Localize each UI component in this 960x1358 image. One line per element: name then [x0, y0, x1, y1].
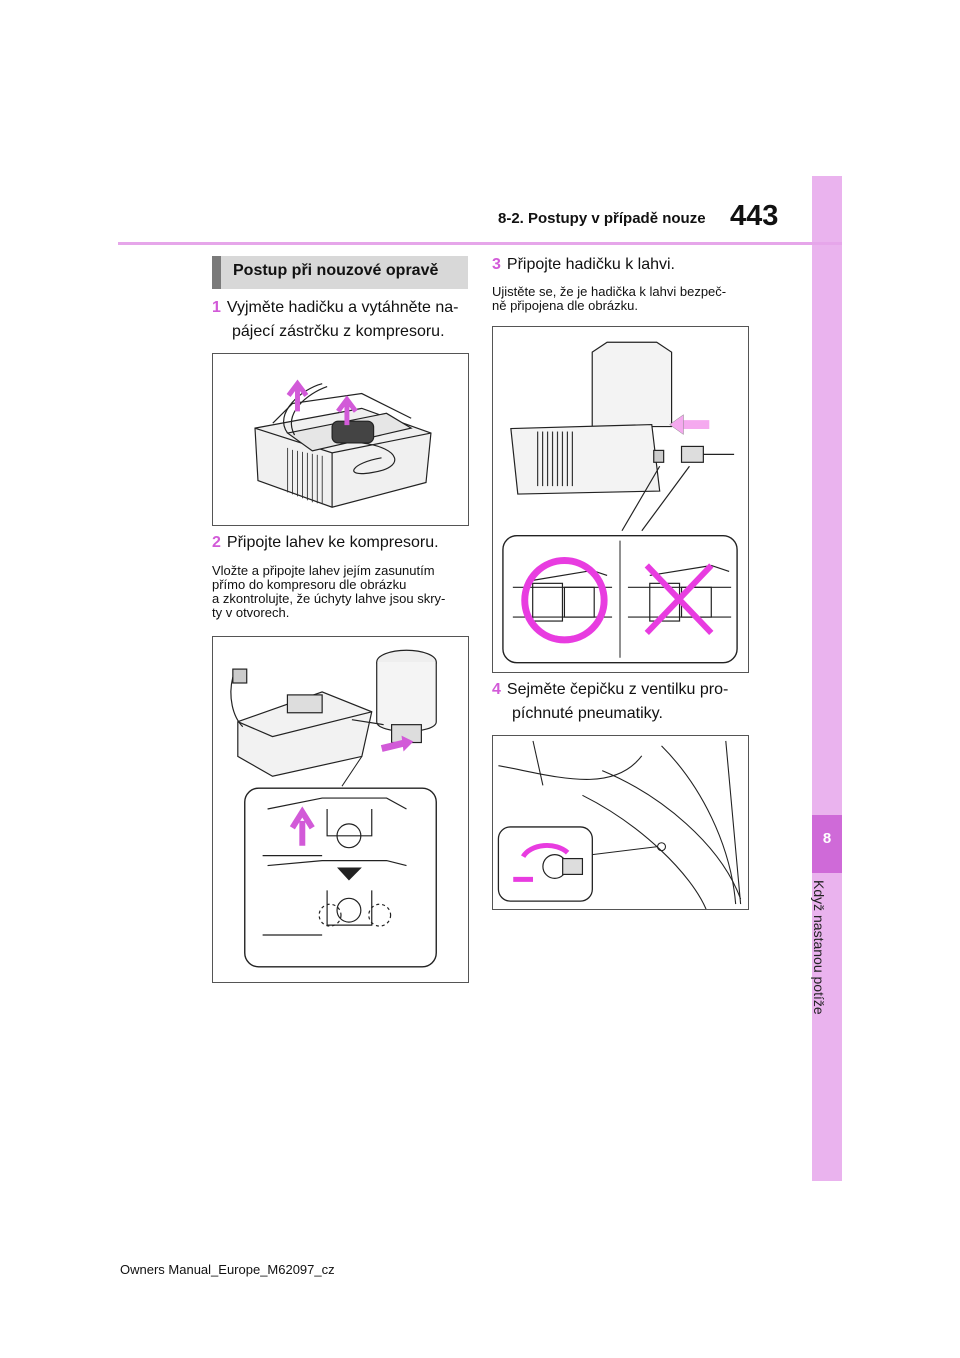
step-4: 4 Sejměte čepičku z ventilku pro- — [492, 678, 728, 702]
note-line: ty v otvorech. — [212, 605, 290, 620]
step-number: 2 — [212, 534, 221, 551]
figure-hose-to-bottle — [492, 326, 749, 673]
figure-valve-cap — [492, 735, 749, 910]
step-2: 2 Připojte lahev ke kompresoru. — [212, 531, 439, 555]
step-number: 1 — [212, 299, 221, 316]
chapter-number-box — [812, 815, 842, 873]
step-number: 4 — [492, 681, 501, 698]
procedure-title: Postup při nouzové opravě — [233, 262, 439, 279]
step-text-line1: Vyjměte hadičku a vytáhněte na- — [226, 299, 459, 316]
note-line: a zkontrolujte, že úchyty lahve jsou skr… — [212, 591, 446, 606]
figure-compressor-hose — [212, 353, 469, 526]
chapter-number: 8 — [822, 830, 832, 847]
note-line: Vložte a připojte lahev jejím zasunutím — [212, 563, 435, 578]
step-number: 3 — [492, 256, 501, 273]
note-line: Ujistěte se, že je hadička k lahvi bezpe… — [492, 284, 727, 299]
step-2-note: Vložte a připojte lahev jejím zasunutím … — [212, 564, 445, 620]
procedure-title-box: Postup při nouzové opravě — [212, 256, 468, 289]
page-number: 443 — [730, 200, 779, 232]
header-divider — [118, 242, 842, 245]
step-text-line1: Připojte hadičku k lahvi. — [506, 256, 675, 273]
note-line: ně připojena dle obrázku. — [492, 298, 638, 313]
step-1-line2: pájecí zástrčku z kompresoru. — [232, 323, 445, 340]
step-text-line1: Sejměte čepičku z ventilku pro- — [506, 681, 729, 698]
section-header: 8-2. Postupy v případě nouze — [498, 210, 706, 227]
chapter-side-tab — [812, 176, 842, 1181]
chapter-title: Když nastanou potíže — [811, 880, 827, 1015]
note-line: přímo do kompresoru dle obrázku — [212, 577, 407, 592]
step-3-note: Ujistěte se, že je hadička k lahvi bezpe… — [492, 285, 726, 313]
footer-doc-id: Owners Manual_Europe_M62097_cz — [120, 1262, 335, 1277]
step-3: 3 Připojte hadičku k lahvi. — [492, 253, 675, 277]
step-1: 1 Vyjměte hadičku a vytáhněte na- — [212, 296, 458, 320]
figure-bottle-compressor — [212, 636, 469, 983]
step-text-line1: Připojte lahev ke kompresoru. — [226, 534, 439, 551]
step-4-line2: píchnuté pneumatiky. — [512, 705, 663, 722]
